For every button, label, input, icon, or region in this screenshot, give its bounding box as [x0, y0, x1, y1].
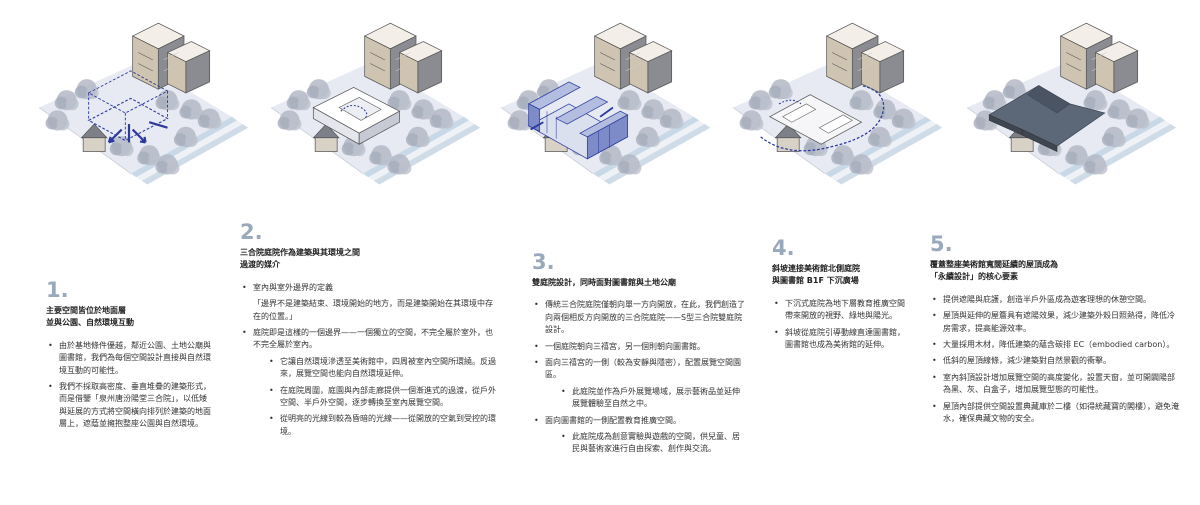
diagram-step-4 [724, 0, 944, 205]
bullet-list: 傳統三合院庭院僅朝向單一方向開放，在此，我們創造了向兩個相反方向開放的三合院庭院… [532, 299, 747, 455]
bullet-item: 我們不採取高密度、垂直堆疊的建築形式，而是借鑒「泉州唐汾陽堂三合院」，以低矮與延… [46, 381, 211, 431]
step-title: 三合院庭院作為建築與其環境之間 過渡的媒介 [240, 247, 498, 272]
step-number: 2. [240, 220, 263, 244]
step-block-4: 4. 斜坡連接美術館北側庭院 與圖書館 B1F 下沉廣場 下沉式庭院為地下層教育… [772, 238, 912, 355]
bullet-list: 室內與室外邊界的定義 「邊界不是建築結束、環境開始的地方，而是建築開始在其環境中… [240, 282, 498, 438]
step-number: 4. [772, 236, 795, 260]
step-title-line: 並與公園、自然環境互動 [46, 318, 134, 328]
bullet-item: 室內與室外邊界的定義 [240, 282, 498, 295]
bullet-item: 面向三禧宮的一側（較為安靜與隱密），配置展覽空間園區。 [532, 357, 747, 382]
step-title: 斜坡連接美術館北側庭院 與圖書館 B1F 下沉廣場 [772, 263, 912, 288]
bullet-item: 屋頂內部提供空間設置典藏庫於二樓（如得統藏寶的閣樓），避免淹水，確保典藏文物的安… [930, 401, 1180, 426]
bullet-list: 提供遮陽與庇護，創造半戶外區成為遊客理想的休憩空間。 屋頂與延伸的屋簷具有遮陽效… [930, 294, 1180, 426]
diagram-step-1 [30, 0, 250, 205]
step-title-line: 三合院庭院作為建築與其環境之間 [240, 248, 360, 257]
bullet-item: 傳統三合院庭院僅朝向單一方向開放，在此，我們創造了向兩個相反方向開放的三合院庭院… [532, 299, 747, 336]
step-number: 1. [46, 278, 69, 302]
step-number: 3. [532, 250, 555, 274]
bullet-item: 下沉式庭院為地下層教育推廣空間帶來開放的視野、綠地與陽光。 [772, 298, 912, 323]
step-number: 5. [930, 232, 953, 256]
step-title-line: 雙庭院設計，同時面對圖書館與土地公廟 [532, 278, 676, 287]
bullet-item: 屋頂與延伸的屋簷具有遮陽效果，減少建築外殼日照熱得，降低冷房需求，提高能源效率。 [930, 310, 1180, 335]
bullet-item: 庭院即是這樣的一個邊界——一個獨立的空間，不完全屬於室外，也不完全屬於室內。 [240, 327, 498, 352]
bullet-item: 在庭院周圍，庭園與內部走廊提供一個漸進式的過渡，從戶外空間、半戶外空間，逐步轉換… [240, 385, 498, 410]
bullet-item: 「邊界不是建築結束、環境開始的地方，而是建築開始在其環境中存在的位置。」 [253, 299, 493, 321]
bullet-item: 低斜的屋頂線條，減少建築對自然景觀的衝擊。 [930, 355, 1180, 368]
diagram-step-3 [492, 0, 712, 205]
step-title-line: 覆蓋整座美術館寬闊延續的屋頂成為 [930, 260, 1058, 269]
step-title-line: 「永續設計」的核心要素 [930, 272, 1018, 282]
bullet-item: 此庭院並作為戶外展覽場域，展示藝術品並延伸展覽體驗至自然之中。 [532, 386, 747, 411]
step-title: 雙庭院設計，同時面對圖書館與土地公廟 [532, 277, 747, 289]
bullet-item: 一個庭院朝向三禧宮，另一個則朝向圖書館。 [532, 341, 747, 354]
bullet-item: 面向圖書館的一側配置教育推廣空間。 [532, 415, 747, 428]
step-title: 主要空間皆位於地面層 並與公園、自然環境互動 [46, 305, 211, 330]
step-title-line: 過渡的媒介 [240, 260, 280, 270]
step-block-3: 3. 雙庭院設計，同時面對圖書館與土地公廟 傳統三合院庭院僅朝向單一方向開放，在… [532, 252, 747, 460]
step-block-1: 1. 主要空間皆位於地面層 並與公園、自然環境互動 由於基地條件優越，鄰近公園、… [46, 280, 211, 435]
step-block-5: 5. 覆蓋整座美術館寬闊延續的屋頂成為 「永續設計」的核心要素 提供遮陽與庇護，… [930, 234, 1180, 429]
bullet-item: 室內斜頂設計增加展覽空間的高度變化，設置天窗，並可開闢陽部為黑、灰、白盒子，增加… [930, 372, 1180, 397]
bullet-list: 由於基地條件優越，鄰近公園、土地公廟與圖書館，我們為每個空間設計直接與自然環境互… [46, 340, 211, 431]
diagram-step-5 [958, 0, 1178, 205]
diagram-step-2 [262, 0, 482, 205]
bullet-item: 此庭院成為創意實驗與遊戲的空間，供兒童、居民與藝術家進行自由探索、創作與交流。 [532, 431, 747, 456]
step-title-line: 主要空間皆位於地面層 [46, 306, 126, 315]
bullet-item: 從明亮的光線到較為昏暗的光線——從開放的空氣到受控的環境。 [240, 413, 498, 438]
step-title-line: 斜坡連接美術館北側庭院 [772, 264, 860, 273]
bullet-item: 由於基地條件優越，鄰近公園、土地公廟與圖書館，我們為每個空間設計直接與自然環境互… [46, 340, 211, 377]
bullet-item: 斜坡從庭院引導動線直達圖書館，圖書館也成為美術館的延伸。 [772, 327, 912, 352]
step-title-line: 與圖書館 B1F 下沉廣場 [772, 276, 859, 286]
bullet-item: 大量採用木材，降低建築的蘊含碳排 EC（embodied carbon）。 [930, 339, 1180, 352]
bullet-list: 下沉式庭院為地下層教育推廣空間帶來開放的視野、綠地與陽光。 斜坡從庭院引導動線直… [772, 298, 912, 352]
bullet-item: 它讓自然環境滲透至美術館中，四周被室內空間所環繞。反過來，展覽空間也能向自然環境… [240, 356, 498, 381]
step-title: 覆蓋整座美術館寬闊延續的屋頂成為 「永續設計」的核心要素 [930, 259, 1180, 284]
bullet-item: 提供遮陽與庇護，創造半戶外區成為遊客理想的休憩空間。 [930, 294, 1180, 307]
step-block-2: 2. 三合院庭院作為建築與其環境之間 過渡的媒介 室內與室外邊界的定義 「邊界不… [240, 222, 498, 442]
